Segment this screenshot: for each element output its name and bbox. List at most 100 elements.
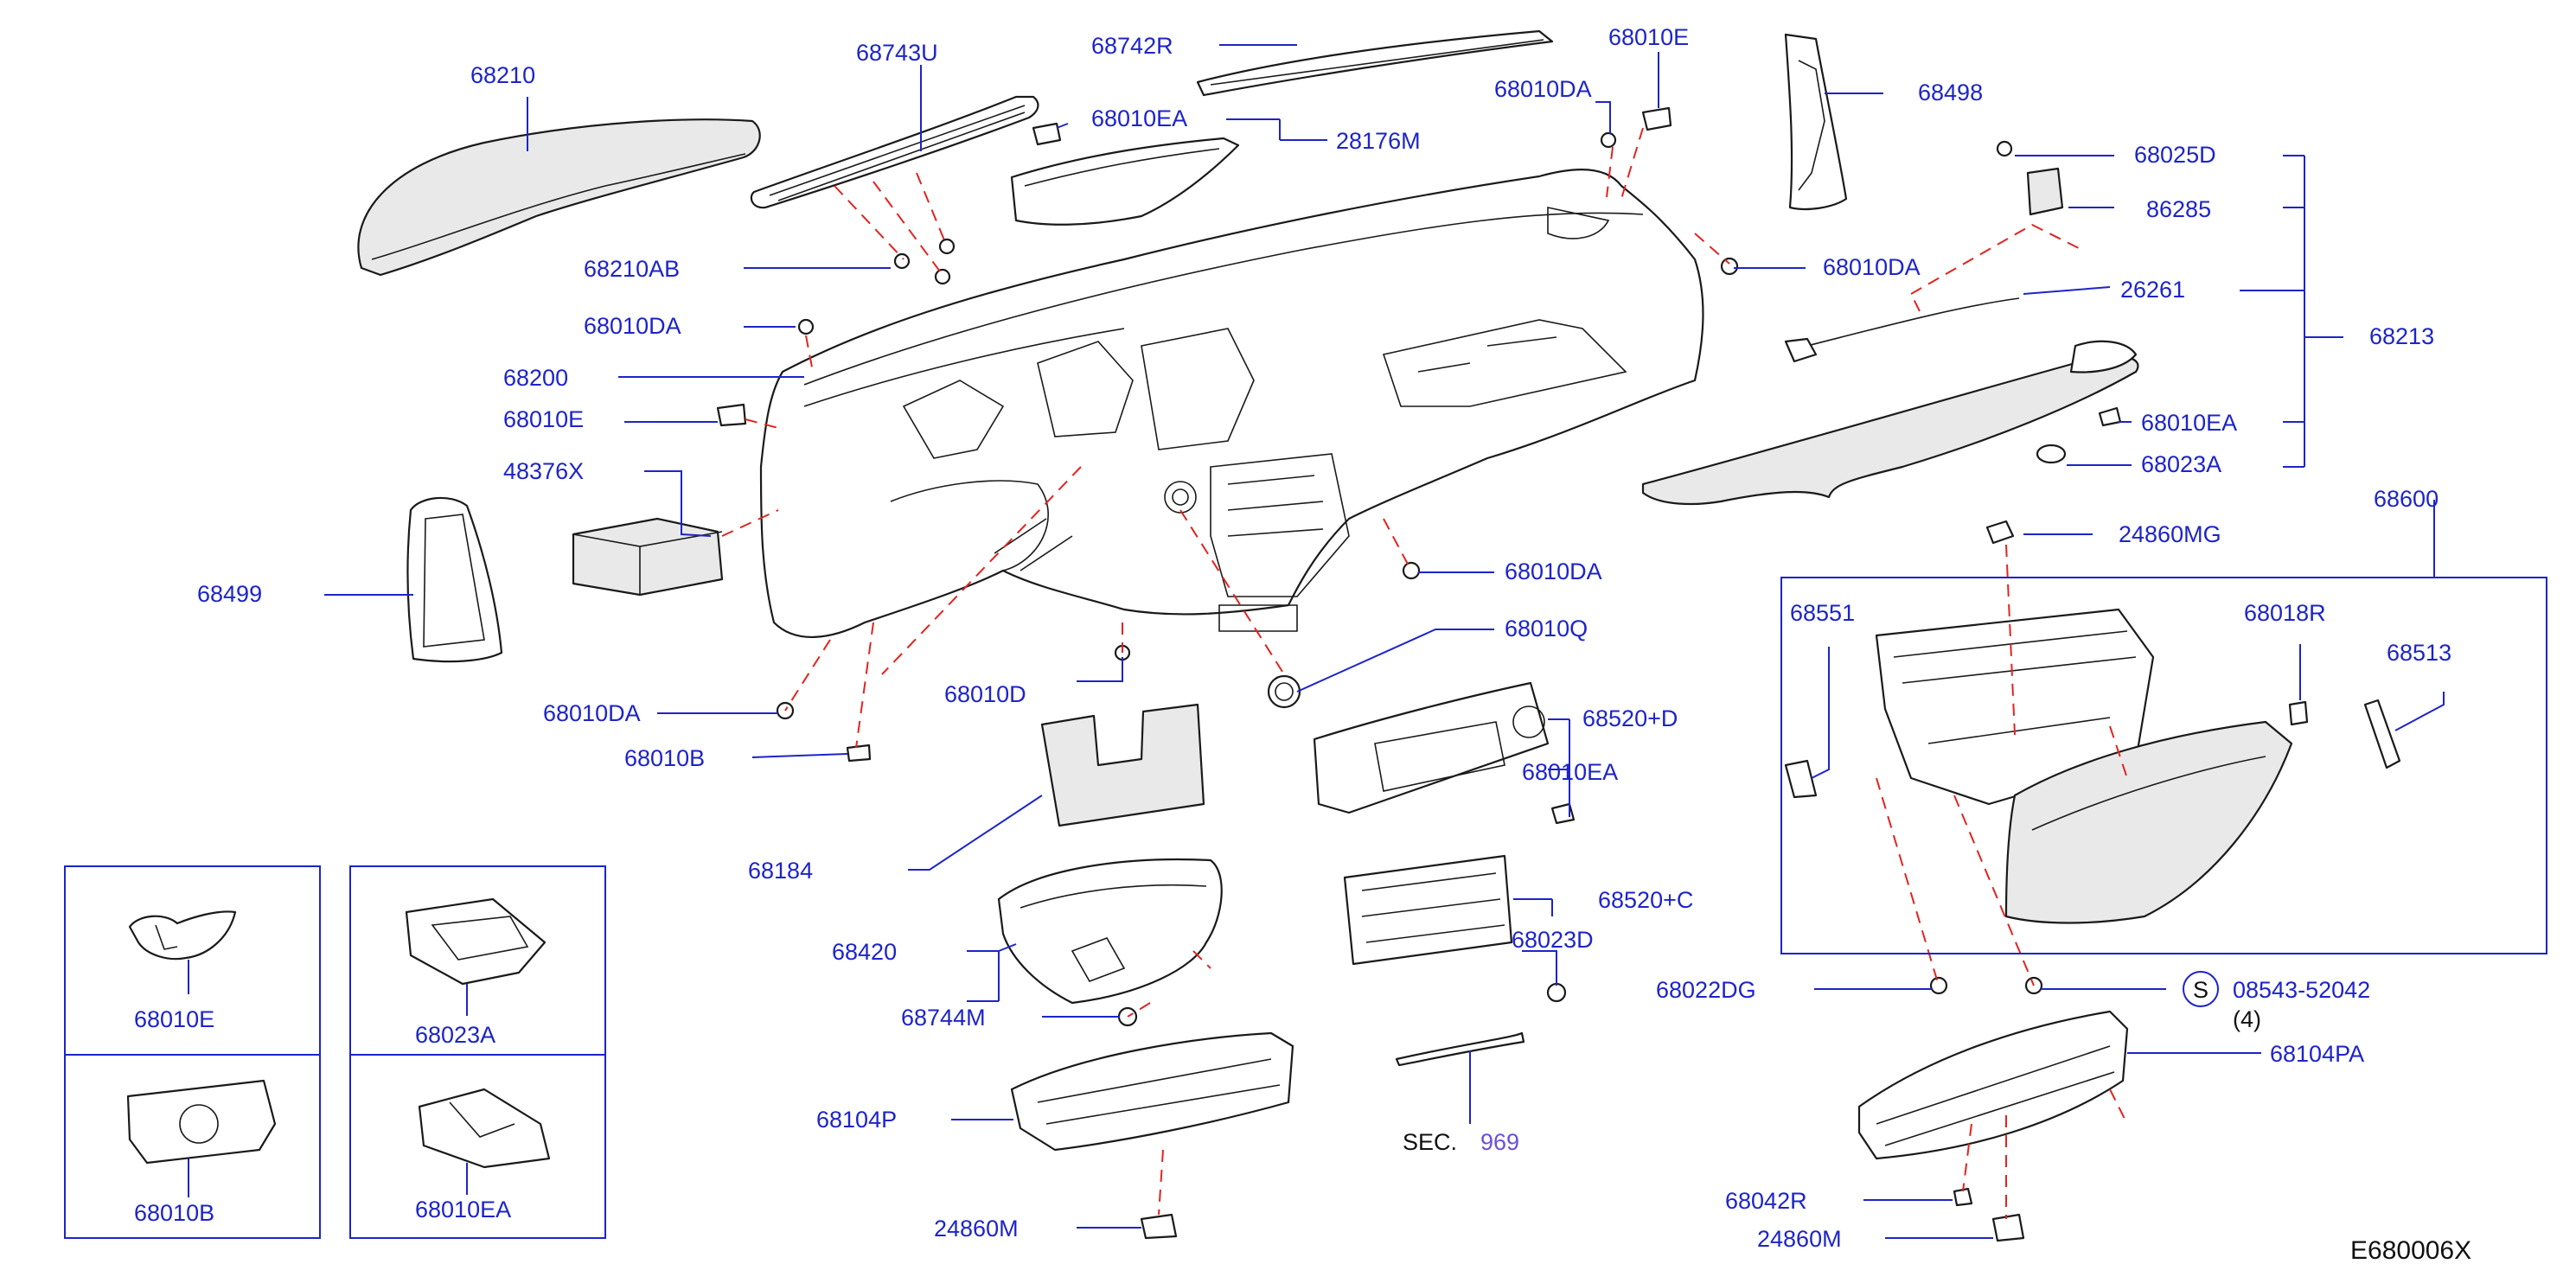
part-instrument-panel-68200 [759,168,1704,639]
inset-label-68010EA: 68010EA [415,1197,512,1222]
part-finisher-68520D [1313,681,1550,814]
label-68010DA-mid: 68010DA [1505,559,1602,584]
inset-part-68023A [405,897,547,986]
inset-part-68010E [128,910,237,961]
label-68010EA-top: 68010EA [1091,105,1188,131]
label-48376X: 48376X [503,458,585,484]
label-68520C: 68520+C [1598,887,1694,913]
label-68010DA-low: 68010DA [543,700,641,726]
label-68010DA-top: 68010DA [1494,76,1592,102]
part-clip-24860MG [1985,520,2015,545]
inset-part-68010B [126,1079,277,1165]
part-side-bracket-68498 [1784,33,1848,211]
label-68600: 68600 [2374,486,2439,512]
part-glovebox-lid [2004,720,2293,924]
label-68744M: 68744M [901,1005,986,1031]
label-68010E-left: 68010E [503,406,585,432]
part-clip-86285 [2026,167,2064,216]
label-qty-4: (4) [2233,1006,2261,1032]
inset-label-68010E: 68010E [134,1006,215,1032]
label-68010EA-right: 68010EA [2141,410,2238,436]
part-clip-68010EA-top [1032,122,1062,146]
part-clip-24860M-left [1140,1213,1178,1240]
label-68010D: 68010D [944,681,1026,707]
leader-lines [324,44,2547,1239]
label-28176M: 28176M [1336,128,1421,154]
label-68010Q: 68010Q [1505,616,1588,642]
part-vent-strip-68743U [750,95,1039,209]
part-screw-68010DA-left [797,318,815,335]
label-68200: 68200 [503,365,569,391]
label-68023A-right: 68023A [2141,451,2222,477]
label-68010DA-left: 68010DA [584,313,681,339]
label-68420: 68420 [832,939,898,965]
label-68210AB: 68210AB [584,256,681,282]
part-screw-68010DA-right [1720,257,1739,276]
part-clip-68010EA-mid [1550,802,1576,825]
part-duct-48376X [572,517,724,597]
part-clip-68023D [1546,982,1567,1003]
label-68025D: 68025D [2134,142,2216,168]
part-damper-68513 [2363,699,2401,769]
label-68010E-top: 68010E [1608,24,1690,50]
part-cluster-lid-68420 [997,858,1223,1005]
part-hinge-68551 [1784,759,1818,799]
part-trim-cap-68213 [2069,340,2138,373]
label-68520D: 68520+D [1582,705,1678,731]
inset-label-68023A: 68023A [415,1022,496,1048]
part-screw-68010DA-top [1600,131,1617,149]
part-clip-68010E-left [716,403,747,427]
label-24860MG: 24860MG [2119,521,2221,547]
label-68018R: 68018R [2244,600,2326,626]
label-sec-prefix: SEC. [1403,1129,1458,1155]
label-68499: 68499 [197,581,263,607]
label-68184: 68184 [748,858,814,884]
label-08543-52042: 08543-52042 [2233,977,2371,1003]
inset-part-68010EA [418,1088,551,1169]
label-68742R: 68742R [1091,33,1173,59]
part-lower-cover-68104P [1010,1031,1294,1152]
label-26261: 26261 [2120,277,2186,303]
part-finisher-68520C [1343,854,1513,966]
diagram-code: E680006X [2350,1236,2472,1265]
part-clip-68023A-right [2036,444,2067,464]
part-screw-68010DA-mid [1402,561,1421,580]
part-screw-68025D [1996,140,2013,157]
part-side-grille-68499 [406,496,503,663]
label-68551: 68551 [1790,600,1856,626]
part-bolt-68018R [2288,700,2309,726]
part-strip-sec-969 [1395,1031,1525,1067]
s-symbol-circle [2183,971,2219,1007]
label-86285: 86285 [2146,196,2212,222]
label-24860M-right: 24860M [1757,1226,1842,1252]
part-clip-68010E-top [1641,106,1672,131]
label-68213: 68213 [2369,323,2435,349]
part-panel-28176M [1010,137,1240,226]
part-upper-cover-68210 [357,118,761,277]
label-68104P: 68104P [816,1107,898,1133]
part-clip-68010EA-right [2098,406,2122,427]
inset-boxes [64,865,606,1239]
label-68042R: 68042R [1725,1188,1807,1214]
label-68743U: 68743U [856,40,938,66]
inset-label-68010B: 68010B [134,1200,215,1226]
part-cushion-68184 [1040,703,1205,827]
s-symbol: S [2193,977,2209,1003]
part-clip-24860M-right [1991,1213,2025,1242]
label-68210: 68210 [470,62,536,88]
label-68010DA-right: 68010DA [1823,254,1921,280]
part-ring-68010Q [1267,674,1301,709]
part-screw-68022DG [1929,976,1948,995]
label-68513: 68513 [2387,640,2452,666]
assembly-dash-lines [721,127,2128,1219]
label-sec-969[interactable]: 969 [1480,1129,1520,1155]
part-clip-68010B [846,744,872,763]
label-68022DG: 68022DG [1656,977,1756,1003]
label-68023D: 68023D [1512,927,1594,953]
part-cable-26261 [1789,297,2020,351]
label-24860M-left: 24860M [934,1216,1019,1242]
label-68104PA: 68104PA [2270,1041,2365,1067]
part-trim-panel-68213 [1641,355,2139,506]
